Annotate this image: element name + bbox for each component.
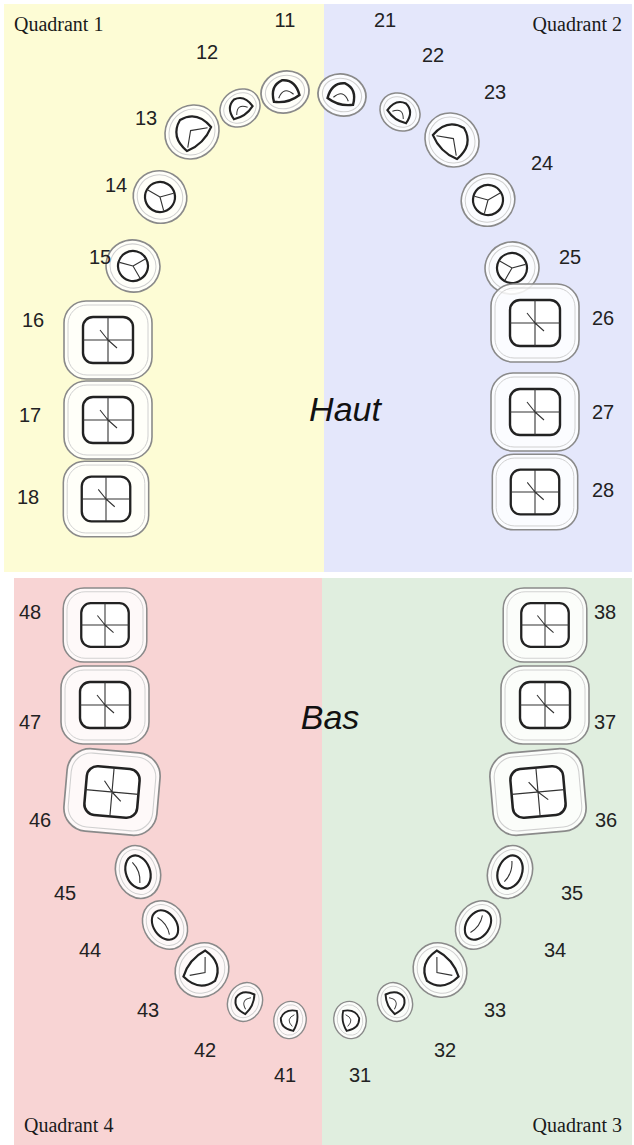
tooth-outline bbox=[62, 747, 162, 837]
tooth-outline bbox=[124, 161, 197, 233]
tooth-number: 18 bbox=[17, 486, 39, 508]
quadrant-title: Quadrant 1 bbox=[14, 12, 103, 36]
tooth-number: 38 bbox=[594, 601, 616, 623]
tooth-number: 22 bbox=[422, 44, 444, 66]
tooth-number: 45 bbox=[54, 882, 76, 904]
tooth-number: 35 bbox=[561, 882, 583, 904]
tooth-number: 48 bbox=[19, 601, 41, 623]
tooth-outline bbox=[61, 666, 149, 744]
tooth-number: 44 bbox=[79, 939, 101, 961]
quadrant-panel: Quadrant 4 bbox=[14, 578, 322, 1145]
tooth-outline bbox=[501, 666, 589, 744]
tooth-number: 21 bbox=[374, 9, 396, 31]
tooth-outline bbox=[221, 977, 269, 1027]
tooth-number: 26 bbox=[592, 307, 614, 329]
tooth-number: 47 bbox=[19, 711, 41, 733]
quadrant-title: Quadrant 3 bbox=[533, 1113, 622, 1137]
quadrant-ground bbox=[14, 578, 322, 1145]
tooth-number: 17 bbox=[19, 404, 41, 426]
quadrant-panel: Quadrant 3 bbox=[322, 578, 632, 1145]
tooth-number: 36 bbox=[595, 809, 617, 831]
tooth-outline bbox=[491, 373, 579, 451]
tooth-number: 43 bbox=[137, 999, 159, 1021]
tooth-outline bbox=[64, 381, 152, 459]
tooth-number: 41 bbox=[274, 1064, 296, 1086]
tooth-number: 27 bbox=[592, 401, 614, 423]
tooth-number: 25 bbox=[559, 246, 581, 268]
tooth-number: 32 bbox=[434, 1039, 456, 1061]
tooth-number: 11 bbox=[275, 9, 296, 31]
tooth-outline bbox=[64, 301, 152, 379]
quadrant-ground bbox=[324, 4, 632, 572]
tooth-number: 16 bbox=[22, 309, 44, 331]
tooth-outline bbox=[402, 932, 478, 1008]
quadrant-title: Quadrant 2 bbox=[533, 12, 622, 36]
tooth-outline bbox=[373, 85, 428, 139]
tooth-outline bbox=[414, 102, 490, 178]
tooth-outline bbox=[63, 588, 147, 662]
tooth-number: 34 bbox=[544, 939, 566, 961]
jaw-label: Haut bbox=[309, 391, 381, 428]
tooth-number: 13 bbox=[135, 107, 157, 129]
tooth-outline bbox=[488, 747, 588, 837]
tooth-number: 23 bbox=[484, 81, 506, 103]
tooth-number: 14 bbox=[105, 174, 127, 196]
tooth-number: 12 bbox=[196, 41, 218, 63]
tooth-number: 46 bbox=[29, 809, 51, 831]
tooth-outline bbox=[313, 69, 371, 122]
tooth-number: 15 bbox=[89, 246, 111, 268]
tooth-outline bbox=[63, 461, 148, 537]
tooth-number: 33 bbox=[484, 999, 506, 1021]
tooth-number: 31 bbox=[349, 1064, 371, 1086]
tooth-number: 28 bbox=[592, 479, 614, 501]
quadrant-panel: Quadrant 1 bbox=[4, 4, 324, 572]
tooth-outline bbox=[108, 839, 168, 905]
tooth-outline bbox=[154, 94, 230, 170]
tooth-number: 37 bbox=[594, 711, 616, 733]
jaw-label: Bas bbox=[301, 699, 360, 736]
quadrant-panel: Quadrant 2 bbox=[324, 4, 632, 572]
tooth-outline bbox=[271, 999, 309, 1041]
tooth-outline bbox=[256, 66, 314, 119]
tooth-outline bbox=[492, 454, 577, 530]
quadrant-ground bbox=[322, 578, 632, 1145]
tooth-outline bbox=[371, 977, 419, 1027]
tooth-outline bbox=[491, 284, 579, 362]
tooth-outline bbox=[480, 839, 540, 905]
tooth-outline bbox=[452, 164, 525, 236]
quadrant-ground bbox=[4, 4, 324, 572]
tooth-number: 42 bbox=[194, 1039, 216, 1061]
tooth-outline bbox=[331, 999, 369, 1041]
tooth-outline bbox=[503, 588, 587, 662]
tooth-number: 24 bbox=[531, 152, 553, 174]
quadrant-title: Quadrant 4 bbox=[24, 1113, 113, 1137]
tooth-outline bbox=[213, 81, 268, 135]
